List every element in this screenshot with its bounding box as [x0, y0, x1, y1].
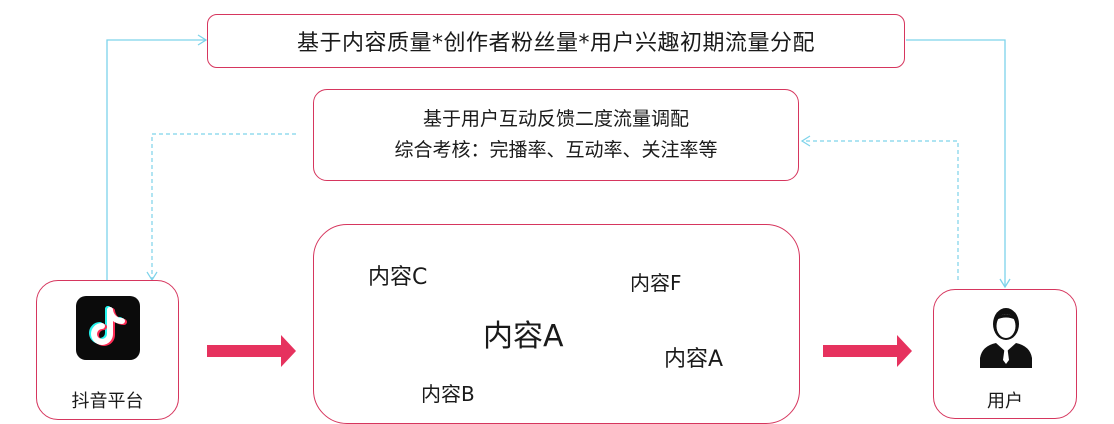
flow-line-platform-to-top: [106, 39, 206, 282]
flow-line-top-to-user: [906, 39, 1006, 287]
arrowhead-user: [999, 278, 1011, 289]
secondary-traffic-line1: 基于用户互动反馈二度流量调配: [422, 108, 689, 130]
secondary-traffic-line2: 综合考核：完播率、互动率、关注率等: [394, 139, 718, 161]
dashed-line-mid-to-platform: [151, 133, 296, 280]
platform-label: 抖音平台: [71, 391, 144, 412]
secondary-traffic-box: 基于用户互动反馈二度流量调配 综合考核：完播率、互动率、关注率等: [313, 89, 799, 181]
thick-arrow-platform-to-content: [207, 335, 296, 367]
user-label: 用户: [987, 391, 1023, 412]
content-item-b: 内容B: [421, 382, 475, 406]
tiktok-logo-icon: [76, 296, 140, 360]
content-item-c: 内容C: [368, 265, 428, 290]
arrowhead-top-box: [197, 34, 208, 46]
dashed-line-user-to-mid: [802, 140, 959, 280]
content-pool-box: 内容C 内容F 内容A 内容A 内容B: [313, 224, 800, 424]
initial-traffic-text: 基于内容质量*创作者粉丝量*用户兴趣初期流量分配: [296, 31, 815, 56]
initial-traffic-box: 基于内容质量*创作者粉丝量*用户兴趣初期流量分配: [207, 14, 905, 68]
arrowhead-mid-box: [800, 135, 811, 147]
platform-node: 抖音平台: [36, 280, 179, 420]
content-item-a-small: 内容A: [664, 347, 724, 372]
content-item-a-main: 内容A: [483, 319, 564, 354]
user-person-icon: [978, 304, 1034, 368]
connector-layer: [106, 34, 1011, 367]
content-item-f: 内容F: [630, 271, 682, 295]
thick-arrow-content-to-user: [823, 335, 912, 367]
